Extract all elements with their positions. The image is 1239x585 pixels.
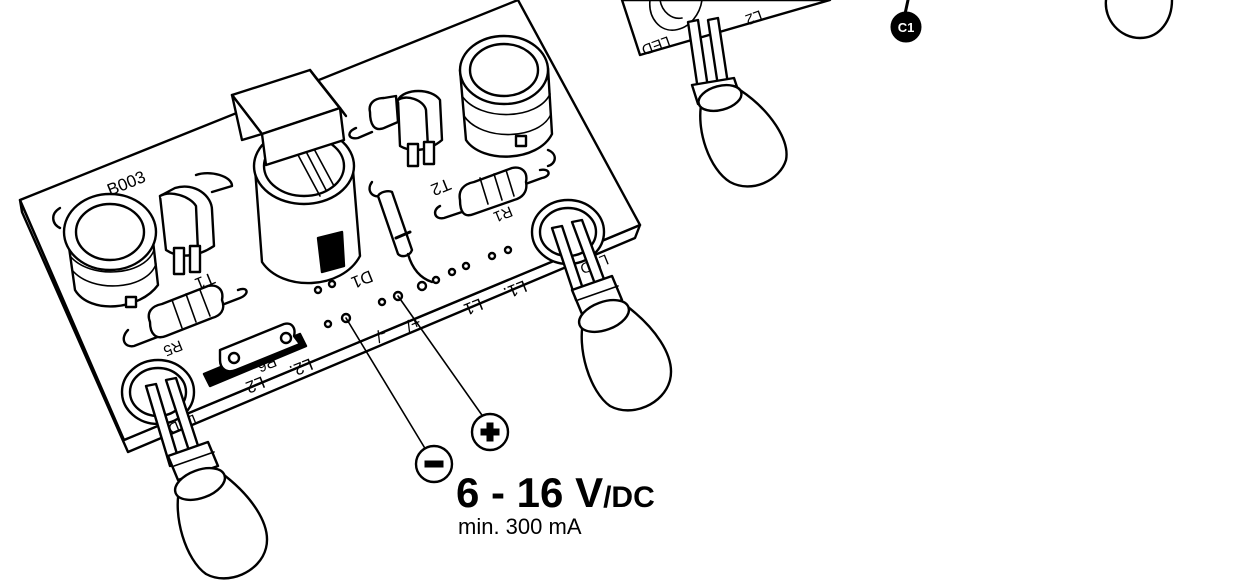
c1-label: C1 (898, 20, 915, 35)
partial-top-board: LED L2 (620, 0, 832, 58)
partial-led (686, 16, 788, 188)
partial-component-top-right (1104, 0, 1174, 40)
capacitor-right (458, 34, 556, 168)
plus-silk-label: +/ (403, 312, 424, 335)
plus-terminal[interactable]: + (470, 412, 510, 452)
resistor-r1: R1 (433, 166, 550, 225)
terminal-leads (345, 295, 485, 451)
solder-pads (313, 245, 513, 329)
resistor-top (348, 94, 400, 140)
resistor-r6: R6 (202, 322, 308, 388)
supply-voltage-label: 6 - 16 V/DC (456, 472, 655, 519)
r6-label: R6 (255, 352, 279, 375)
partial-l2-label: L2 (743, 6, 764, 28)
connector-block (230, 68, 348, 167)
voltage-unit: /DC (603, 481, 655, 514)
r1-label: R1 (491, 202, 515, 225)
resistor-r5: R5 (122, 284, 248, 359)
led-l2: LED (120, 358, 269, 580)
c1-callout: C1 (890, 0, 922, 43)
r5-label: R5 (161, 336, 185, 359)
transistor-t1: T1 (158, 172, 234, 293)
minus-terminal[interactable]: − (414, 444, 454, 484)
led-l1: LED (530, 198, 673, 412)
supply-current-label: min. 300 mA (458, 514, 582, 539)
capacitor-left (52, 192, 160, 309)
voltage-value: 6 - 16 V (456, 469, 604, 516)
